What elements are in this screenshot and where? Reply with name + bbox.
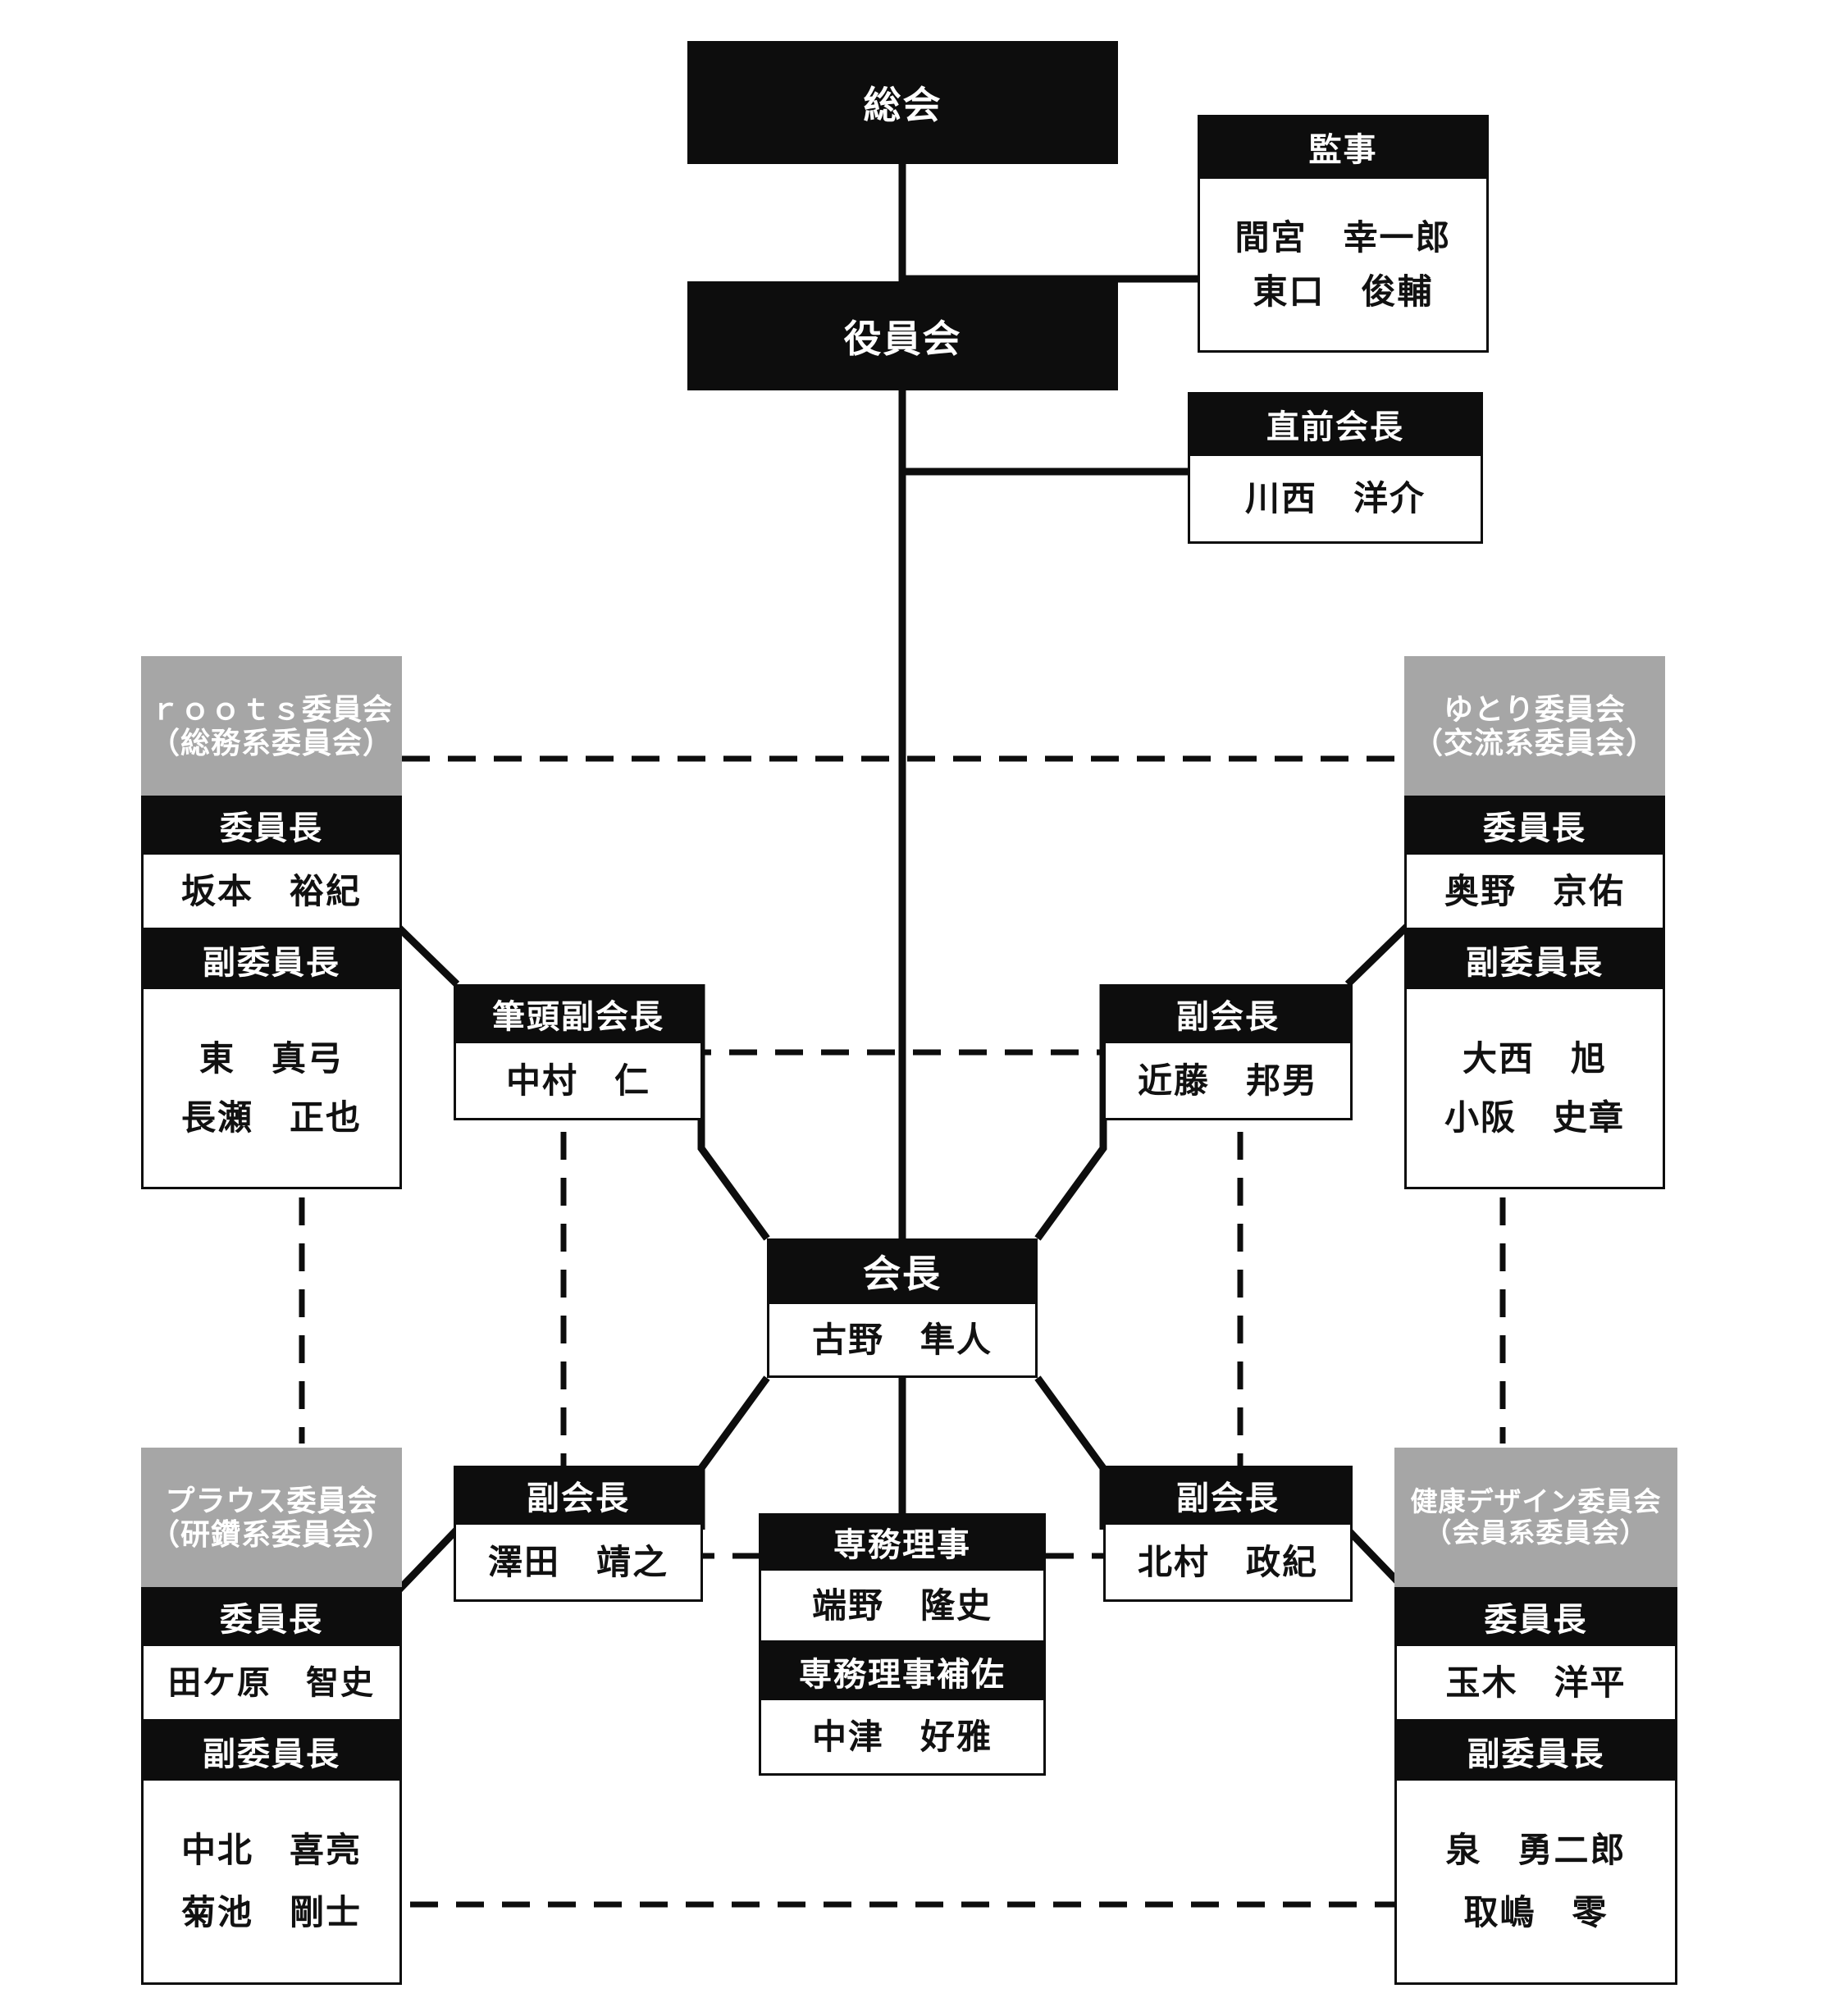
node-vice-president-right-top[interactable]: 副会長 近藤 邦男: [1103, 984, 1353, 1120]
managing-director-assistant-body: 中津 好雅: [759, 1700, 1046, 1776]
line-senior-vp-to-roots: [390, 910, 460, 987]
managing-director-title: 専務理事: [759, 1513, 1046, 1571]
node-general-assembly[interactable]: 総会: [687, 41, 1118, 164]
vp-right-bottom-title: 副会長: [1103, 1466, 1353, 1525]
roots-chair-label: 委員長: [141, 796, 402, 855]
yutori-committee-name-line1: ゆとり委員会: [1443, 691, 1626, 726]
kenko-committee-name-line2: （会員系委員会）: [1424, 1517, 1648, 1548]
roots-chair-body: 坂本 裕紀: [141, 855, 402, 930]
kenko-chair-body: 玉木 洋平: [1394, 1646, 1677, 1722]
kenko-committee-name-line1: 健康デザイン委員会: [1410, 1486, 1662, 1517]
line-vp-right-to-yutori: [1344, 910, 1415, 987]
yutori-committee-name-line2: （交流系委員会）: [1412, 726, 1656, 759]
kenko-vice-name: 取嶋 零: [1463, 1893, 1609, 1932]
roots-vice-body: 東 真弓 長瀬 正也: [141, 989, 402, 1189]
plaus-committee-name: プラウス委員会 （研鑽系委員会）: [141, 1448, 402, 1587]
auditor-name: 間宮 幸一郎: [1234, 217, 1452, 257]
vp-right-bottom-name: 北村 政紀: [1137, 1542, 1318, 1581]
plaus-chair-body: 田ケ原 智史: [141, 1646, 402, 1722]
vp-left-bottom-title: 副会長: [454, 1466, 703, 1525]
node-president[interactable]: 会長 古野 隼人: [767, 1238, 1038, 1378]
past-president-title: 直前会長: [1188, 392, 1483, 456]
kenko-chair-label: 委員長: [1394, 1587, 1677, 1646]
yutori-chair-name: 奥野 京佑: [1444, 871, 1625, 910]
plaus-vice-body: 中北 喜亮 菊池 剛士: [141, 1781, 402, 1985]
plaus-committee-name-line1: プラウス委員会: [165, 1483, 378, 1517]
board-title: 役員会: [687, 281, 1118, 390]
vp-right-top-body: 近藤 邦男: [1103, 1043, 1353, 1120]
kenko-chair-name: 玉木 洋平: [1445, 1663, 1627, 1702]
plaus-chair-label: 委員長: [141, 1587, 402, 1646]
node-managing-director[interactable]: 専務理事 端野 隆史 専務理事補佐 中津 好雅: [759, 1513, 1046, 1776]
president-title: 会長: [767, 1238, 1038, 1304]
roots-committee-name: ｒｏｏｔｓ委員会 （総務系委員会）: [141, 656, 402, 796]
auditors-title: 監事: [1198, 115, 1489, 179]
kenko-vice-body: 泉 勇二郎 取嶋 零: [1394, 1781, 1677, 1985]
node-senior-vice-president[interactable]: 筆頭副会長 中村 仁: [454, 984, 703, 1120]
vp-right-top-name: 近藤 邦男: [1137, 1060, 1318, 1100]
roots-chair-name: 坂本 裕紀: [180, 871, 362, 910]
senior-vp-body: 中村 仁: [454, 1043, 703, 1120]
yutori-vice-name: 大西 旭: [1462, 1038, 1607, 1078]
managing-director-assistant-title: 専務理事補佐: [759, 1643, 1046, 1700]
yutori-vice-label: 副委員長: [1404, 930, 1665, 989]
line-president-to-vp-left-bottom: [697, 1375, 770, 1530]
vp-left-bottom-body: 澤田 靖之: [454, 1525, 703, 1602]
president-name: 古野 隼人: [811, 1320, 993, 1359]
plaus-chair-name: 田ケ原 智史: [168, 1664, 375, 1701]
node-committee-plaus[interactable]: プラウス委員会 （研鑽系委員会） 委員長 田ケ原 智史 副委員長 中北 喜亮 菊…: [141, 1448, 402, 1985]
kenko-vice-label: 副委員長: [1394, 1722, 1677, 1781]
auditor-name: 東口 俊輔: [1253, 271, 1434, 311]
yutori-vice-name: 小阪 史章: [1444, 1097, 1625, 1137]
kenko-vice-name: 泉 勇二郎: [1445, 1831, 1627, 1869]
past-president-body: 川西 洋介: [1188, 456, 1483, 544]
plaus-vice-name: 菊池 剛士: [180, 1893, 362, 1932]
node-committee-roots[interactable]: ｒｏｏｔｓ委員会 （総務系委員会） 委員長 坂本 裕紀 副委員長 東 真弓 長瀬…: [141, 656, 402, 1189]
roots-vice-name: 東 真弓: [199, 1038, 344, 1078]
roots-vice-name: 長瀬 正也: [180, 1097, 362, 1137]
plaus-vice-label: 副委員長: [141, 1722, 402, 1781]
past-president-name: 川西 洋介: [1244, 479, 1426, 518]
managing-director-assistant-name: 中津 好雅: [811, 1717, 993, 1756]
line-president-to-vp-right: [1034, 984, 1107, 1241]
auditors-body: 間宮 幸一郎 東口 俊輔: [1198, 179, 1489, 353]
vp-left-bottom-name: 澤田 靖之: [487, 1542, 669, 1581]
yutori-committee-name: ゆとり委員会 （交流系委員会）: [1404, 656, 1665, 796]
yutori-chair-label: 委員長: [1404, 796, 1665, 855]
line-vp-left-bottom-to-plaus: [390, 1526, 460, 1640]
general-assembly-title: 総会: [687, 41, 1118, 164]
managing-director-body: 端野 隆史: [759, 1571, 1046, 1643]
yutori-vice-body: 大西 旭 小阪 史章: [1404, 989, 1665, 1189]
senior-vp-title: 筆頭副会長: [454, 984, 703, 1043]
node-vice-president-right-bottom[interactable]: 副会長 北村 政紀: [1103, 1466, 1353, 1602]
president-body: 古野 隼人: [767, 1304, 1038, 1378]
vp-right-bottom-body: 北村 政紀: [1103, 1525, 1353, 1602]
node-past-president[interactable]: 直前会長 川西 洋介: [1188, 392, 1483, 544]
node-committee-kenko[interactable]: 健康デザイン委員会 （会員系委員会） 委員長 玉木 洋平 副委員長 泉 勇二郎 …: [1394, 1448, 1677, 1985]
roots-committee-name-line2: （総務系委員会）: [149, 726, 393, 759]
plaus-vice-name: 中北 喜亮: [180, 1831, 362, 1869]
line-president-to-senior-vp: [697, 984, 770, 1241]
node-committee-yutori[interactable]: ゆとり委員会 （交流系委員会） 委員長 奥野 京佑 副委員長 大西 旭 小阪 史…: [1404, 656, 1665, 1189]
yutori-chair-body: 奥野 京佑: [1404, 855, 1665, 930]
vp-right-top-title: 副会長: [1103, 984, 1353, 1043]
roots-committee-name-line1: ｒｏｏｔｓ委員会: [149, 691, 393, 726]
node-board[interactable]: 役員会: [687, 281, 1118, 390]
managing-director-name: 端野 隆史: [811, 1585, 993, 1625]
node-auditors[interactable]: 監事 間宮 幸一郎 東口 俊輔: [1198, 115, 1489, 353]
node-vice-president-left-bottom[interactable]: 副会長 澤田 靖之: [454, 1466, 703, 1602]
kenko-committee-name: 健康デザイン委員会 （会員系委員会）: [1394, 1448, 1677, 1587]
line-president-to-vp-right-bottom: [1034, 1375, 1107, 1530]
senior-vp-name: 中村 仁: [505, 1060, 650, 1100]
roots-vice-label: 副委員長: [141, 930, 402, 989]
plaus-committee-name-line2: （研鑽系委員会）: [149, 1517, 393, 1551]
